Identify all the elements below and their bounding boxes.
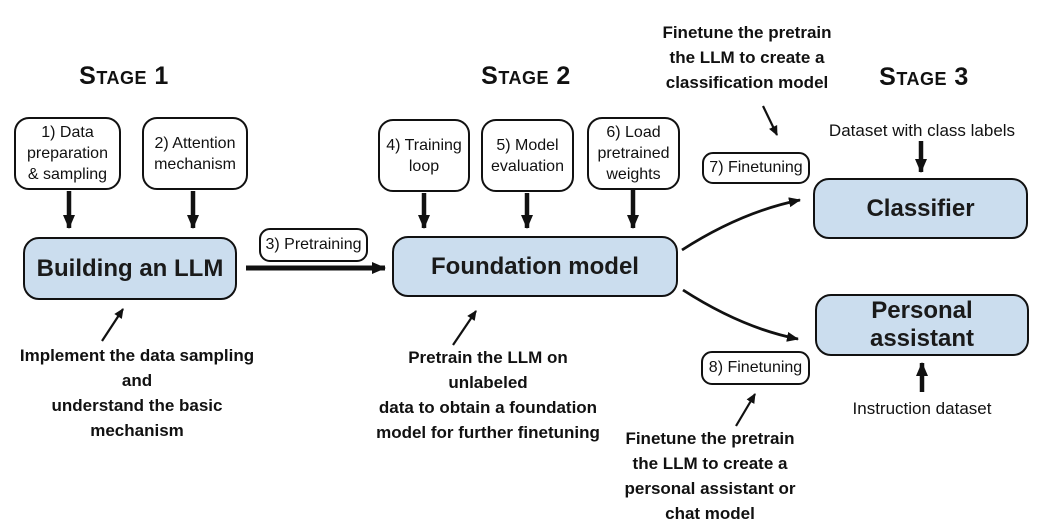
building-llm-box: Building an LLM [23, 237, 237, 300]
arrow-foundation-to-assistant [682, 288, 799, 342]
stage3-heading: Stage 3 [879, 63, 969, 91]
note-classification: Finetune the pretrain the LLM to create … [662, 23, 832, 92]
arrow-note4-to-finetuning8 [735, 393, 756, 427]
pretraining-label-box: 3) Pretraining [259, 228, 368, 262]
step-box-attention-mechanism: 2) Attention mechanism [142, 117, 248, 190]
note-stage2: Pretrain the LLM on unlabeled data to ob… [376, 348, 600, 442]
arrow-foundation-to-classifier [681, 197, 801, 252]
note-stage1: Implement the data sampling and understa… [19, 346, 255, 440]
arrow-note3-to-finetuning7 [762, 105, 778, 136]
step-box-data-preparation: 1) Data preparation & sampling [14, 117, 121, 190]
finetuning7-label-box: 7) Finetuning [702, 152, 810, 184]
arrow-note1-to-building [101, 308, 124, 342]
classifier-box: Classifier [813, 178, 1028, 239]
personal-assistant-box: Personal assistant [815, 294, 1029, 356]
arrow-note2-to-foundation [452, 310, 477, 346]
finetuning8-label-box: 8) Finetuning [701, 351, 810, 385]
foundation-model-box: Foundation model [392, 236, 678, 297]
note-personal-assistant: Finetune the pretrain the LLM to create … [624, 429, 796, 523]
step-box-training-loop: 4) Training loop [378, 119, 470, 192]
step-box-load-pretrained-weights: 6) Load pretrained weights [587, 117, 680, 190]
instruction-dataset-text: Instruction dataset [852, 399, 992, 418]
stage1-heading: Stage 1 [79, 62, 169, 90]
step-box-model-evaluation: 5) Model evaluation [481, 119, 574, 192]
stage2-heading: Stage 2 [481, 62, 571, 90]
dataset-class-labels-text: Dataset with class labels [828, 121, 1016, 140]
